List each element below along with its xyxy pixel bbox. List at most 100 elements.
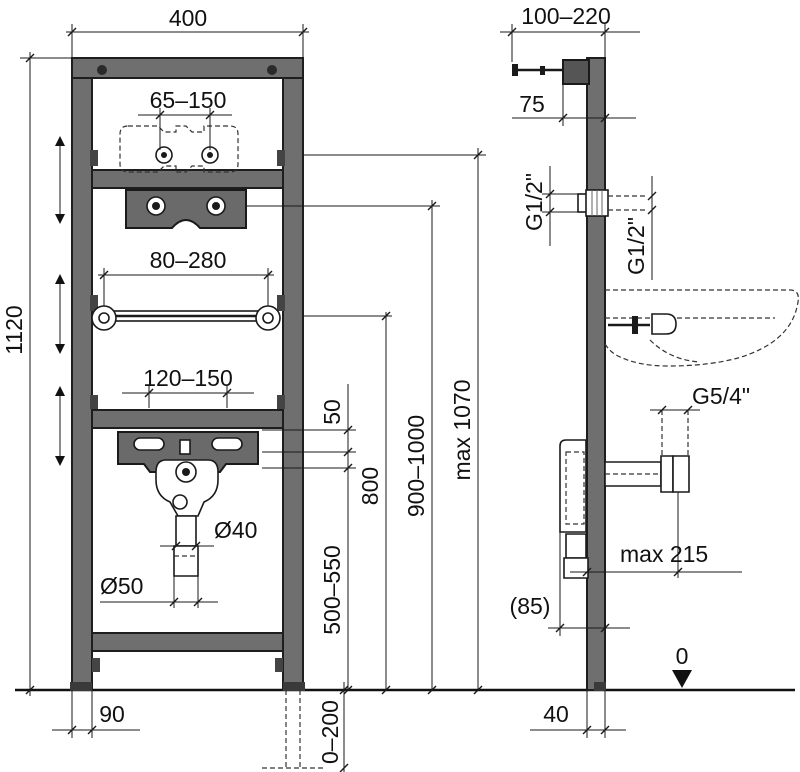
dimension-85: (85) — [510, 532, 630, 636]
side-trap — [559, 410, 690, 579]
trap-body — [155, 459, 219, 517]
supply-fitting-left-core — [161, 152, 167, 158]
top-crossbar — [71, 57, 304, 79]
label-900-1000: 900–1000 — [403, 415, 429, 517]
washbasin-outline — [604, 289, 799, 367]
label-max-215: max 215 — [620, 541, 708, 567]
bracket-slot-right — [211, 437, 243, 451]
side-upright — [586, 57, 606, 691]
clip — [277, 150, 285, 166]
supply-plate-dashed — [119, 125, 239, 173]
bracket-slot-center — [179, 439, 191, 455]
label-80-280: 80–280 — [150, 247, 227, 273]
label-800: 800 — [357, 467, 383, 505]
dimension-d50: Ø50 — [100, 573, 218, 608]
label-40: 40 — [543, 701, 569, 727]
clip — [277, 295, 285, 311]
dimension-max-215: max 215 — [570, 492, 742, 578]
dimension-100-220: 100–220 — [500, 3, 640, 62]
trap-core — [182, 468, 190, 476]
dimension-g54: G5/4" — [650, 383, 750, 415]
basin-dashed-shape — [604, 289, 799, 367]
dimension-800: 800 — [303, 311, 392, 695]
side-top-bracket — [562, 59, 590, 85]
side-foot — [594, 682, 606, 691]
dimension-500-550: 500–550 — [262, 463, 356, 695]
trap-pipe — [175, 515, 197, 547]
foot-left — [70, 682, 92, 691]
rail-ring-left-inner — [98, 312, 110, 324]
dimension-40: 40 — [530, 690, 626, 738]
crossbar-upper — [91, 169, 284, 189]
side-top-rod-end — [512, 64, 518, 76]
foot-right — [283, 682, 305, 691]
label-120-150: 120–150 — [143, 365, 233, 391]
trap-outlet — [173, 545, 199, 577]
clip — [90, 395, 98, 409]
side-trap-outlet — [563, 557, 589, 579]
side-trap-lower — [565, 533, 587, 559]
top-bolt-left — [97, 65, 107, 75]
clip — [277, 395, 285, 409]
bracket-slot-left — [133, 437, 165, 451]
label-90: 90 — [99, 701, 125, 727]
side-waste-collar — [660, 455, 674, 493]
side-waste-elbow — [672, 455, 690, 493]
dimension-1120: 1120 — [1, 52, 72, 696]
label-d50: Ø50 — [100, 573, 143, 599]
plate-fitting-right-core — [212, 202, 220, 210]
supply-plate — [125, 189, 247, 229]
rail — [91, 305, 281, 331]
crossbar-bottom — [91, 632, 284, 652]
label-75: 75 — [519, 91, 545, 117]
adjust-arrows — [55, 136, 65, 466]
label-max-1070: max 1070 — [449, 379, 475, 480]
label-floor-0: 0 — [676, 643, 689, 669]
label-100-220: 100–220 — [521, 3, 611, 29]
rail-ring-right-inner — [262, 312, 274, 324]
side-waste-riser — [661, 410, 689, 456]
dimension-900-1000: 900–1000 — [246, 200, 440, 695]
front-frame — [70, 57, 305, 691]
dimension-g12-left: G1/2" — [521, 166, 586, 246]
dimension-0-200: 0–200 — [262, 682, 349, 772]
dashed-plate-outline — [119, 125, 239, 173]
basin-bowl — [649, 339, 701, 363]
label-400: 400 — [169, 5, 207, 31]
label-85: (85) — [510, 593, 551, 619]
dimension-90: 90 — [52, 690, 140, 738]
plate-fitting-left-core — [152, 202, 160, 210]
label-65-150: 65–150 — [150, 87, 227, 113]
side-trap-inner — [565, 451, 585, 525]
dimension-50: 50 — [262, 384, 356, 470]
dimension-80-280: 80–280 — [98, 247, 274, 306]
side-trap-box — [559, 439, 587, 533]
supply-plate-body — [125, 189, 247, 229]
label-d40: Ø40 — [214, 517, 257, 543]
side-frame — [512, 57, 648, 691]
label-g54: G5/4" — [692, 383, 750, 409]
right-upright — [282, 57, 304, 691]
clip — [275, 658, 283, 672]
clip — [90, 150, 98, 166]
waste-bracket — [117, 431, 259, 577]
label-0-200: 0–200 — [317, 700, 343, 764]
clip — [90, 295, 98, 311]
dimension-65-150: 65–150 — [138, 87, 232, 150]
dimension-75: 75 — [512, 84, 636, 126]
dimension-g12-right: G1/2" — [623, 176, 657, 280]
basin-bolt-cap — [651, 313, 677, 335]
label-g12-right: G1/2" — [623, 217, 649, 275]
dimension-120-150: 120–150 — [122, 365, 254, 408]
dimension-max-1070: max 1070 — [303, 148, 486, 695]
crossbar-lower — [91, 409, 284, 429]
supply-fitting-right-core — [207, 152, 213, 158]
dimension-400: 400 — [66, 5, 309, 58]
label-500-550: 500–550 — [319, 545, 345, 635]
left-upright — [71, 57, 93, 691]
floor-level-marker: 0 — [672, 643, 692, 688]
label-1120: 1120 — [1, 305, 27, 354]
label-50: 50 — [319, 399, 345, 425]
